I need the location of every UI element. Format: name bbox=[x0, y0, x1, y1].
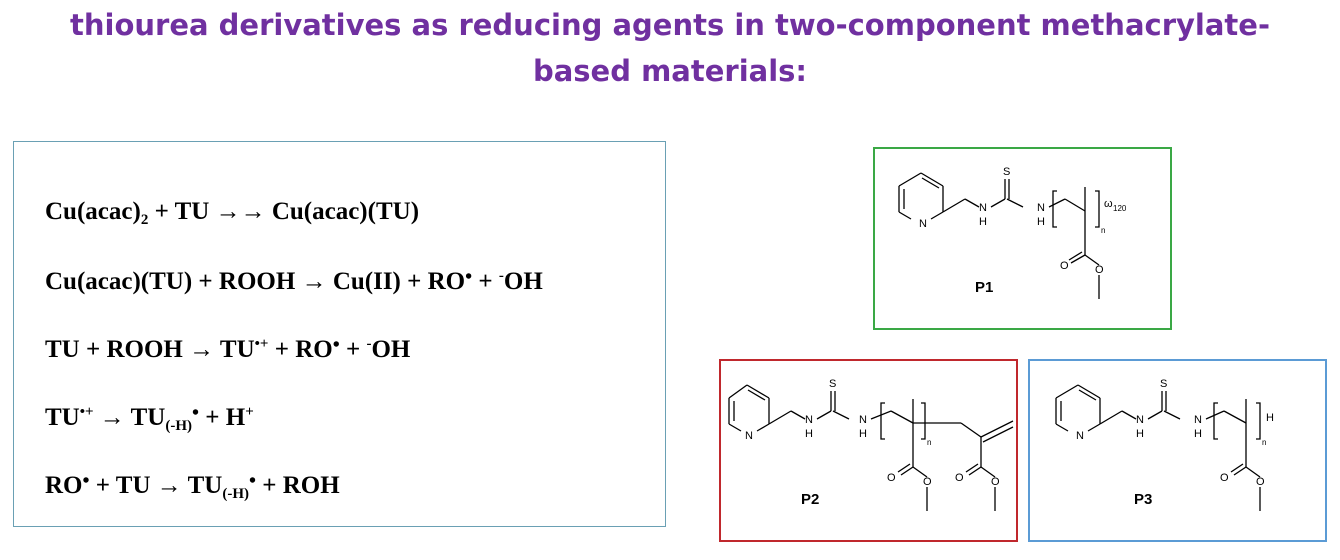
equation-2: Cu(acac)(TU) + ROOH → Cu(II) + RO• + -OH bbox=[45, 266, 543, 296]
eq1-part-a: Cu(acac) bbox=[45, 198, 141, 225]
eq3-part-c: + bbox=[339, 336, 367, 363]
p3-end-h: H bbox=[1266, 412, 1274, 424]
eq4-subscript: (-H) bbox=[165, 418, 192, 434]
equation-1: Cu(acac)2 + TU →→ Cu(acac)(TU) bbox=[45, 198, 419, 229]
eq3-superscript-1: •+ bbox=[254, 336, 269, 352]
eq1-part-b: + TU →→ Cu(acac)(TU) bbox=[148, 198, 420, 225]
eq5-part-c: + ROH bbox=[256, 472, 340, 499]
p2-h2: H bbox=[859, 428, 867, 440]
equation-5: RO• + TU → TU(-H)• + ROH bbox=[45, 470, 340, 503]
p2-o-carbonyl-1: O bbox=[887, 472, 896, 484]
equation-3: TU + ROOH → TU•+ + RO• + -OH bbox=[45, 334, 410, 364]
eq2-radical-dot: • bbox=[465, 266, 473, 288]
reaction-equations-box: Cu(acac)2 + TU →→ Cu(acac)(TU) Cu(acac)(… bbox=[13, 141, 666, 527]
p1-s: S bbox=[1003, 166, 1010, 178]
p3-o-carbonyl: O bbox=[1220, 472, 1229, 484]
p1-label: P1 bbox=[975, 279, 993, 296]
p3-n2: N bbox=[1194, 414, 1202, 426]
eq1-subscript: 2 bbox=[140, 212, 149, 228]
eq3-part-d: OH bbox=[371, 336, 411, 363]
p1-n1: N bbox=[979, 202, 987, 214]
eq4-part-b: → TU bbox=[93, 404, 166, 431]
eq2-part-b: + bbox=[472, 268, 499, 295]
p3-label: P3 bbox=[1134, 491, 1152, 508]
p3-n-subscript: n bbox=[1262, 438, 1266, 447]
structure-p2-drawing: N N H S N H n O O O O P2 bbox=[728, 378, 1014, 511]
p2-n2: N bbox=[859, 414, 867, 426]
p1-h2: H bbox=[1037, 216, 1045, 228]
p2-label: P2 bbox=[801, 491, 819, 508]
p2-h1: H bbox=[805, 428, 813, 440]
title-line-1: thiourea derivatives as reducing agents … bbox=[70, 8, 1270, 42]
equation-4: TU•+ → TU(-H)• + H+ bbox=[45, 402, 254, 435]
eq4-superscript-1: •+ bbox=[79, 404, 94, 420]
p2-s: S bbox=[829, 378, 836, 390]
p2-o-ester-1: O bbox=[923, 476, 932, 488]
p3-h1: H bbox=[1136, 428, 1144, 440]
structure-p3-box: N N H S N H n H O O P3 bbox=[1028, 359, 1327, 542]
p3-h2: H bbox=[1194, 428, 1202, 440]
eq5-part-a: RO bbox=[45, 472, 83, 499]
structure-p1-box: N N H S N H n ω 120 O O P1 bbox=[873, 147, 1172, 330]
eq3-superscript-2: - bbox=[366, 336, 372, 352]
p1-n2: N bbox=[1037, 202, 1045, 214]
eq4-superscript-2: + bbox=[245, 404, 254, 420]
structure-p3-drawing: N N H S N H n H O O P3 bbox=[1055, 378, 1274, 511]
p2-n-subscript: n bbox=[927, 438, 931, 447]
eq5-part-b: + TU → TU bbox=[89, 472, 223, 499]
p2-o-ester-2: O bbox=[991, 476, 1000, 488]
eq3-part-b: + RO bbox=[268, 336, 333, 363]
eq2-part-a: Cu(acac)(TU) + ROOH → Cu(II) + RO bbox=[45, 268, 466, 295]
eq2-part-c: OH bbox=[503, 268, 543, 295]
p2-o-carbonyl-2: O bbox=[955, 472, 964, 484]
p2-n1: N bbox=[805, 414, 813, 426]
p1-omega-subscript: 120 bbox=[1113, 204, 1127, 213]
p3-o-ester: O bbox=[1256, 476, 1265, 488]
p3-n1: N bbox=[1136, 414, 1144, 426]
eq4-radical-dot: • bbox=[191, 402, 199, 424]
eq5-subscript: (-H) bbox=[222, 486, 249, 502]
structure-p2-box: N N H S N H n O O O O P2 bbox=[719, 359, 1018, 542]
eq3-radical-dot: • bbox=[332, 334, 340, 356]
title-line-2: based materials: bbox=[532, 54, 808, 88]
p1-n-subscript: n bbox=[1101, 226, 1105, 235]
eq5-radical-dot-1: • bbox=[82, 470, 90, 492]
p3-ring-n: N bbox=[1076, 430, 1084, 442]
p1-omega: ω bbox=[1104, 198, 1113, 210]
p1-h1: H bbox=[979, 216, 987, 228]
p1-o-carbonyl: O bbox=[1060, 260, 1069, 272]
eq4-part-a: TU bbox=[45, 404, 80, 431]
p1-ring-n: N bbox=[919, 218, 927, 230]
eq3-part-a: TU + ROOH → TU bbox=[45, 336, 255, 363]
eq4-part-c: + H bbox=[199, 404, 246, 431]
eq2-superscript: - bbox=[498, 268, 504, 284]
p3-s: S bbox=[1160, 378, 1167, 390]
p1-o-ester: O bbox=[1095, 264, 1104, 276]
structure-p1-drawing: N N H S N H n ω 120 O O P1 bbox=[898, 166, 1127, 299]
eq5-radical-dot-2: • bbox=[248, 470, 256, 492]
p2-ring-n: N bbox=[745, 430, 753, 442]
